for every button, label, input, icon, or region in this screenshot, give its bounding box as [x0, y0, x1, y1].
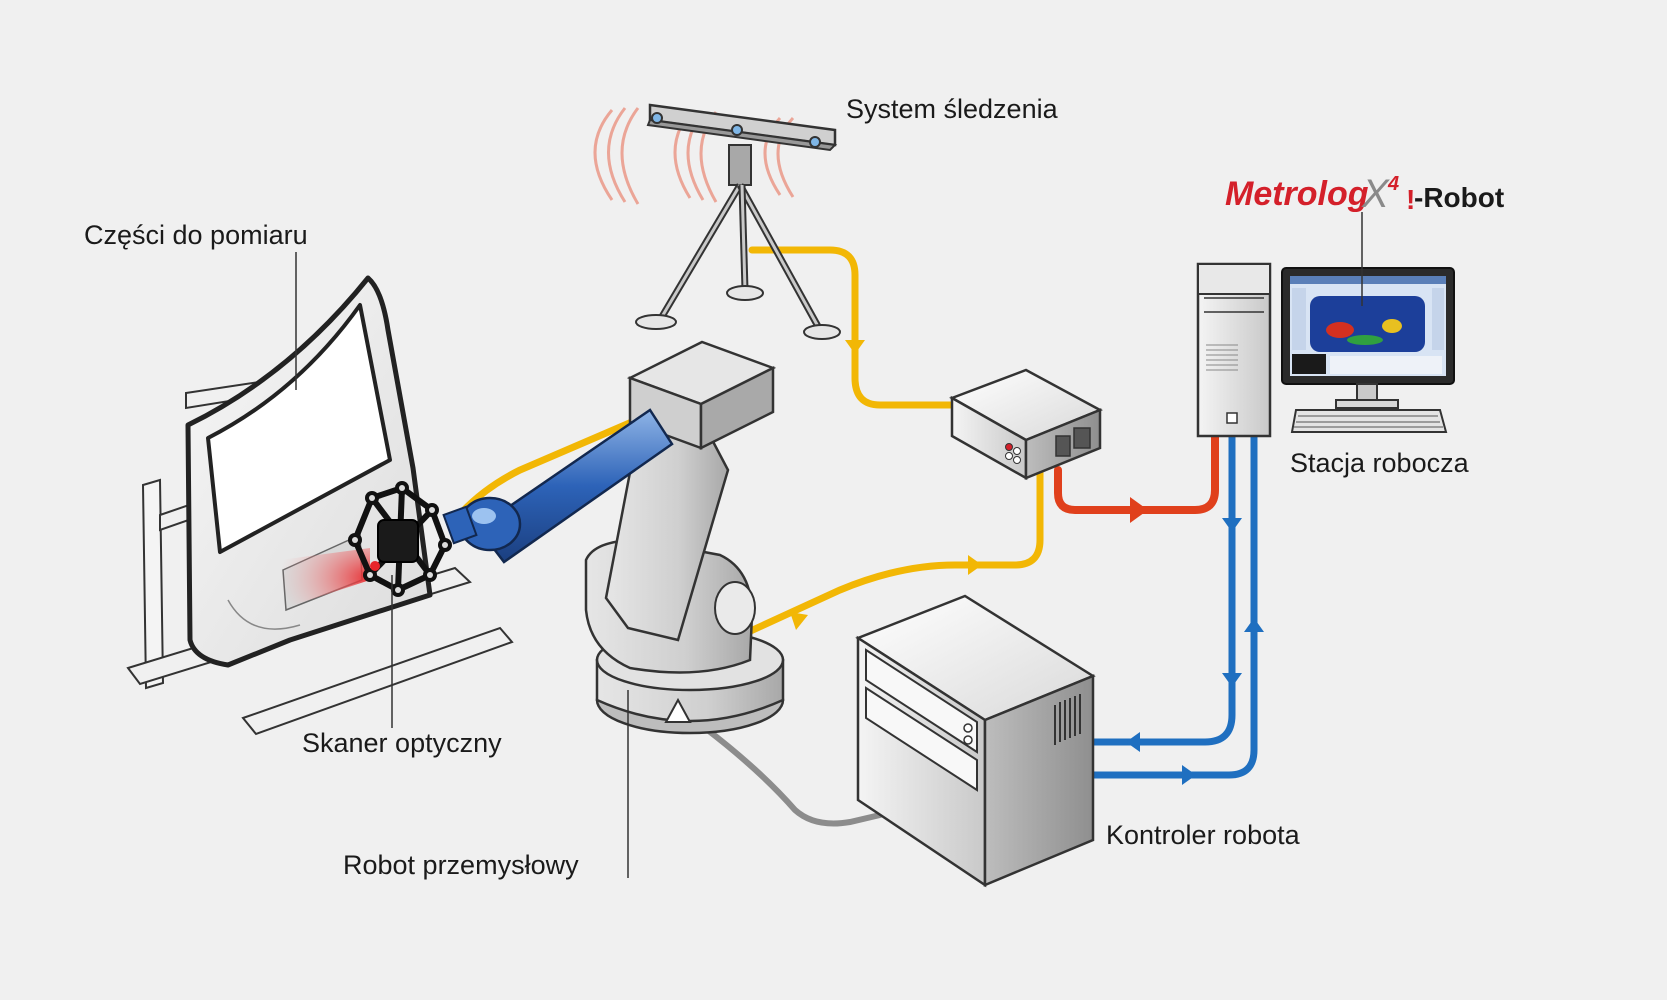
metrologx4-robot-logo: Metrolog X 4 ! -Robot	[1225, 172, 1504, 216]
logo-x-text: X	[1361, 172, 1390, 216]
optical-scanner	[280, 481, 452, 608]
robot-controller	[855, 594, 1096, 888]
workstation	[1196, 212, 1455, 438]
arrow-up-icon	[1244, 618, 1264, 632]
arrow-down-icon	[1222, 673, 1242, 687]
logo-main-text: Metrolog	[1225, 175, 1369, 213]
arrow-down-icon	[845, 340, 865, 354]
vent-icon	[1055, 427, 1091, 457]
tracking-system	[593, 103, 841, 340]
blue-cable-2	[1088, 433, 1258, 779]
yellow-cable-tracker	[748, 246, 956, 409]
pointer-lines	[295, 252, 629, 878]
processing-unit	[949, 368, 1103, 481]
arrow-down-icon	[1222, 518, 1242, 532]
label-scanner: Skaner optyczny	[302, 728, 502, 758]
arrow-right-icon	[790, 612, 808, 630]
label-controller: Kontroler robota	[1106, 820, 1301, 850]
laser-beam	[280, 548, 370, 608]
arrow-right-icon	[1130, 497, 1148, 523]
logo-suffix: -Robot	[1414, 182, 1504, 213]
arrow-right-icon	[1182, 765, 1196, 785]
label-parts: Części do pomiaru	[84, 220, 308, 250]
logo-superscript: 4	[1387, 173, 1399, 195]
label-robot: Robot przemysłowy	[343, 850, 579, 880]
logo-bang: !	[1406, 184, 1415, 215]
keyboard	[1290, 409, 1448, 433]
gray-cable	[702, 725, 883, 827]
car-door	[185, 275, 433, 668]
label-workstation: Stacja robocza	[1290, 448, 1470, 478]
warning-triangle-icon	[664, 697, 692, 723]
arrow-left-icon	[1126, 732, 1140, 752]
vent-icon	[1054, 694, 1081, 745]
label-tracking-system: System śledzenia	[846, 94, 1059, 124]
arrow-right-icon	[968, 555, 982, 575]
blue-cable-1	[1088, 433, 1236, 746]
industrial-robot	[442, 340, 785, 735]
